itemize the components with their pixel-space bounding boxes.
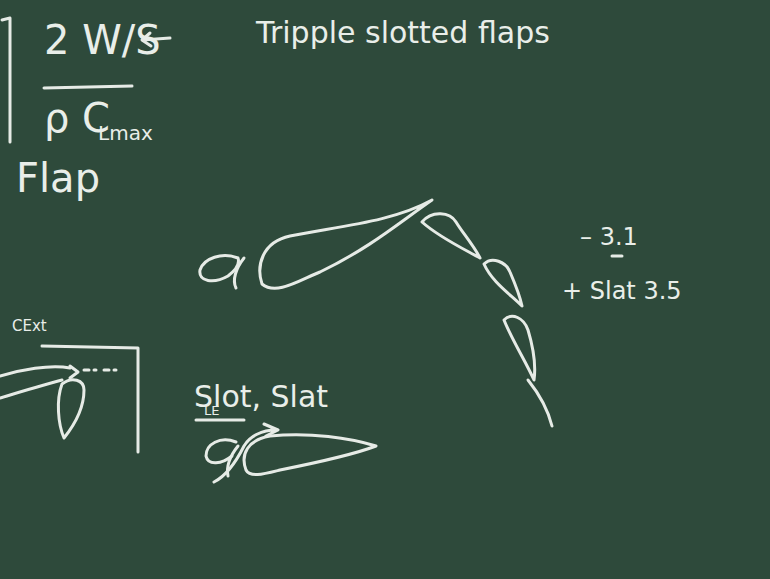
slat-trail — [234, 258, 244, 288]
flap-shape — [58, 380, 84, 438]
airfoil-edge — [0, 367, 70, 376]
flap-element — [504, 316, 535, 380]
board-title: Tripple slotted flaps — [256, 16, 550, 49]
airfoil-edge — [70, 366, 78, 378]
frame-line — [42, 346, 138, 452]
flow-line — [84, 369, 116, 372]
slot-flow-arrow — [214, 424, 278, 482]
underline — [612, 255, 622, 258]
lift-value: – 3.1 — [580, 224, 638, 250]
formula-numerator: 2 W/S — [44, 18, 161, 62]
symbol-label: LE — [204, 404, 219, 418]
fraction-bar — [44, 86, 132, 88]
board-heading: Flap — [16, 156, 100, 200]
airfoil-edge — [0, 380, 62, 398]
main-element — [260, 200, 432, 288]
root-sign — [2, 18, 10, 142]
flap-trail — [528, 380, 552, 426]
main-element — [244, 435, 376, 475]
subscript: Lmax — [98, 122, 153, 144]
underline — [196, 419, 244, 422]
flap-element — [484, 260, 522, 306]
symbol-label: CExt — [12, 318, 47, 335]
slat-shape — [200, 256, 239, 281]
lift-value: + Slat 3.5 — [562, 278, 682, 304]
flap-element — [422, 214, 480, 258]
